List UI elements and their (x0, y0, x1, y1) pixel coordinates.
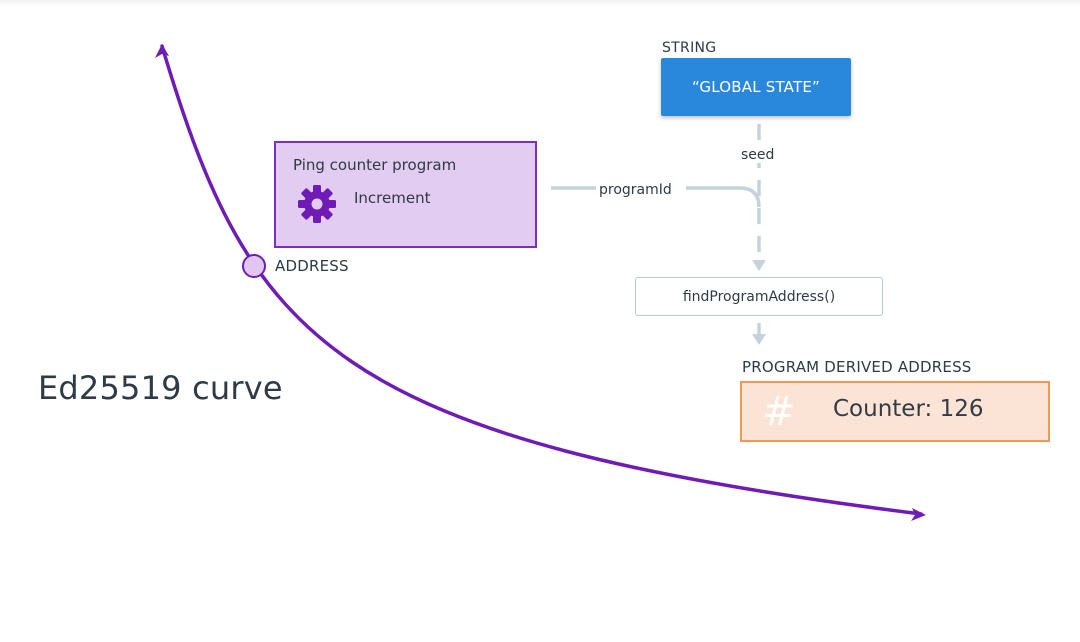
hash-icon: # (762, 389, 796, 435)
seed-arrowhead (752, 260, 766, 271)
curve-arrowhead-top (155, 44, 169, 58)
curve-name-label: Ed25519 curve (38, 369, 283, 407)
gear-icon (298, 185, 336, 223)
pda-arrowhead (752, 334, 766, 345)
global-state-text: “GLOBAL STATE” (692, 78, 820, 96)
ping-counter-program-box: Ping counter program Increment (274, 141, 537, 248)
find-program-address-label: findProgramAddress() (682, 288, 836, 305)
address-point (242, 254, 266, 278)
seed-label: seed (740, 147, 776, 163)
seed-connector-merge (686, 186, 761, 208)
top-shade (0, 0, 1080, 6)
ed25519-curve (160, 44, 923, 516)
find-program-address-box: findProgramAddress() (635, 277, 883, 316)
global-state-box: “GLOBAL STATE” (661, 58, 851, 116)
pda-type-label: PROGRAM DERIVED ADDRESS (742, 358, 972, 376)
address-label: ADDRESS (275, 257, 349, 275)
increment-instruction: Increment (354, 189, 431, 207)
counter-value: Counter: 126 (833, 396, 984, 422)
counter-account-box: # Counter: 126 (740, 381, 1050, 442)
string-type-label: STRING (662, 40, 717, 56)
curve-arrowhead-right (911, 508, 926, 521)
program-id-label: programId (597, 182, 674, 198)
program-title: Ping counter program (293, 156, 457, 174)
